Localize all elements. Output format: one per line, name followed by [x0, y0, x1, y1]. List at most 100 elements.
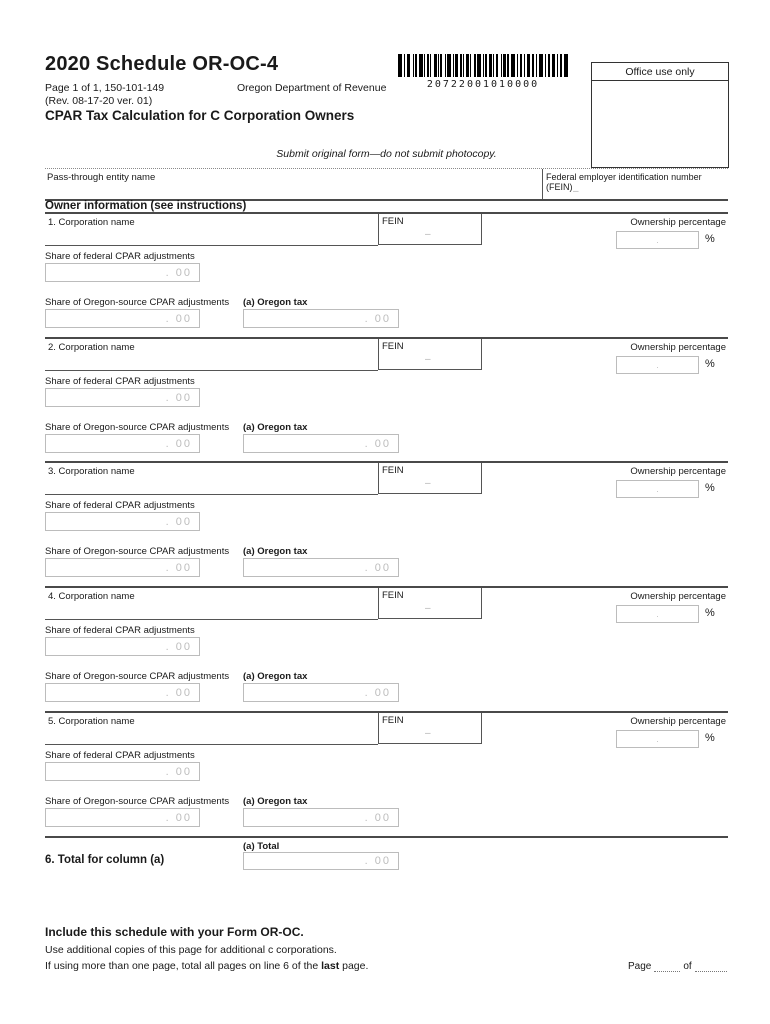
office-use-box: Office use only [591, 62, 729, 168]
oregon-tax-input[interactable]: . 00 [243, 683, 399, 702]
oregon-tax-input[interactable]: . 00 [243, 558, 399, 577]
of-label: of [683, 961, 692, 972]
entity-fein-divider [542, 169, 543, 200]
page-of-fields: Page of [628, 961, 730, 972]
oregon-tax-input[interactable]: . 00 [243, 808, 399, 827]
page-label: Page [628, 961, 652, 972]
footer-line3-prefix: If using more than one page, total all p… [45, 960, 322, 972]
oregon-tax-label: (a) Oregon tax [243, 671, 308, 682]
federal-adjustments-input[interactable]: . 00 [45, 762, 200, 781]
footer-include-instruction: Include this schedule with your Form OR-… [45, 925, 304, 939]
footer-copies-instruction: Use additional copies of this page for a… [45, 944, 337, 956]
oregon-source-input[interactable]: . 00 [45, 309, 200, 328]
fein-box[interactable]: FEIN – [378, 339, 482, 370]
oregon-source-input[interactable]: . 00 [45, 683, 200, 702]
federal-adjustments-label: Share of federal CPAR adjustments [45, 625, 195, 636]
fein-label: FEIN [382, 590, 404, 601]
ownership-percentage-input[interactable]: . [616, 356, 699, 374]
owner-block-5: 5. Corporation name FEIN – Ownership per… [45, 711, 728, 836]
fein-label: FEIN [382, 465, 404, 476]
ownership-percentage-input[interactable]: . [616, 605, 699, 623]
ownership-percentage-input[interactable]: . [616, 231, 699, 249]
oregon-tax-label: (a) Oregon tax [243, 796, 308, 807]
oregon-source-label: Share of Oregon-source CPAR adjustments [45, 671, 230, 682]
corporation-name-label: 3. Corporation name [48, 466, 135, 477]
oregon-source-input[interactable]: . 00 [45, 434, 200, 453]
section-rule [45, 199, 728, 201]
ownership-percentage-label: Ownership percentage [630, 716, 726, 727]
fein-box[interactable]: FEIN – [378, 463, 482, 494]
percent-sign: % [705, 607, 715, 619]
corporation-name-label: 1. Corporation name [48, 217, 135, 228]
ownership-percentage-input[interactable]: . [616, 480, 699, 498]
footer-multipage-instruction: If using more than one page, total all p… [45, 960, 368, 972]
fein-label: FEIN [382, 715, 404, 726]
revision-info: (Rev. 08-17-20 ver. 01) [45, 95, 153, 107]
oregon-tax-label: (a) Oregon tax [243, 546, 308, 557]
corporation-name-input[interactable] [45, 341, 378, 371]
page-total-blank[interactable] [694, 961, 727, 972]
ownership-percentage-input[interactable]: . [616, 730, 699, 748]
fein-placeholder: – [425, 603, 431, 614]
entity-name-label: Pass-through entity name [47, 172, 156, 183]
owner-block-1: 1. Corporation name FEIN – Ownership per… [45, 212, 728, 337]
fein-placeholder: – [425, 478, 431, 489]
corporation-name-label: 5. Corporation name [48, 716, 135, 727]
federal-adjustments-input[interactable]: . 00 [45, 637, 200, 656]
submit-notice: Submit original form—do not submit photo… [276, 148, 497, 160]
total-row-label: 6. Total for column (a) [45, 854, 165, 866]
barcode [398, 54, 568, 77]
federal-adjustments-label: Share of federal CPAR adjustments [45, 376, 195, 387]
total-input[interactable]: . 00 [243, 852, 399, 870]
fein-box[interactable]: FEIN – [378, 588, 482, 619]
corporation-name-input[interactable] [45, 216, 378, 246]
ownership-percentage-label: Ownership percentage [630, 342, 726, 353]
footer-line3-bold: last [321, 960, 340, 972]
entity-fein-input[interactable]: – [573, 186, 579, 197]
ownership-percentage-label: Ownership percentage [630, 466, 726, 477]
oregon-source-input[interactable]: . 00 [45, 808, 200, 827]
corporation-name-input[interactable] [45, 590, 378, 620]
agency-name: Oregon Department of Revenue [237, 82, 387, 94]
owner-block-4: 4. Corporation name FEIN – Ownership per… [45, 586, 728, 711]
corporation-name-label: 2. Corporation name [48, 342, 135, 353]
page-number-blank[interactable] [654, 961, 681, 972]
federal-adjustments-input[interactable]: . 00 [45, 263, 200, 282]
fein-box[interactable]: FEIN – [378, 713, 482, 744]
barcode-number: 20722001010000 [426, 79, 540, 90]
corporation-name-input[interactable] [45, 465, 378, 495]
percent-sign: % [705, 358, 715, 370]
fein-box[interactable]: FEIN – [378, 214, 482, 245]
oregon-source-label: Share of Oregon-source CPAR adjustments [45, 796, 230, 807]
federal-adjustments-input[interactable]: . 00 [45, 512, 200, 531]
fein-placeholder: – [425, 229, 431, 240]
federal-adjustments-input[interactable]: . 00 [45, 388, 200, 407]
ownership-percentage-label: Ownership percentage [630, 217, 726, 228]
oregon-tax-label: (a) Oregon tax [243, 297, 308, 308]
federal-adjustments-label: Share of federal CPAR adjustments [45, 500, 195, 511]
percent-sign: % [705, 732, 715, 744]
office-use-label: Office use only [592, 63, 728, 81]
corporation-name-input[interactable] [45, 715, 378, 745]
total-column-label: (a) Total [243, 841, 280, 852]
oregon-source-label: Share of Oregon-source CPAR adjustments [45, 422, 230, 433]
corporation-name-label: 4. Corporation name [48, 591, 135, 602]
footer-line3-suffix: page. [339, 960, 369, 972]
oregon-tax-label: (a) Oregon tax [243, 422, 308, 433]
owner-section-heading: Owner information (see instructions) [45, 200, 247, 212]
owner-block-2: 2. Corporation name FEIN – Ownership per… [45, 337, 728, 462]
page-info: Page 1 of 1, 150-101-149 [45, 82, 165, 94]
percent-sign: % [705, 482, 715, 494]
federal-adjustments-label: Share of federal CPAR adjustments [45, 251, 195, 262]
owner-block-3: 3. Corporation name FEIN – Ownership per… [45, 461, 728, 586]
oregon-tax-input[interactable]: . 00 [243, 434, 399, 453]
fein-placeholder: – [425, 728, 431, 739]
oregon-source-label: Share of Oregon-source CPAR adjustments [45, 297, 230, 308]
entity-name-input[interactable] [45, 182, 535, 199]
total-rule [45, 836, 728, 838]
entity-fein-label: Federal employer identification number (… [546, 172, 702, 192]
oregon-source-input[interactable]: . 00 [45, 558, 200, 577]
fein-label: FEIN [382, 216, 404, 227]
oregon-tax-input[interactable]: . 00 [243, 309, 399, 328]
